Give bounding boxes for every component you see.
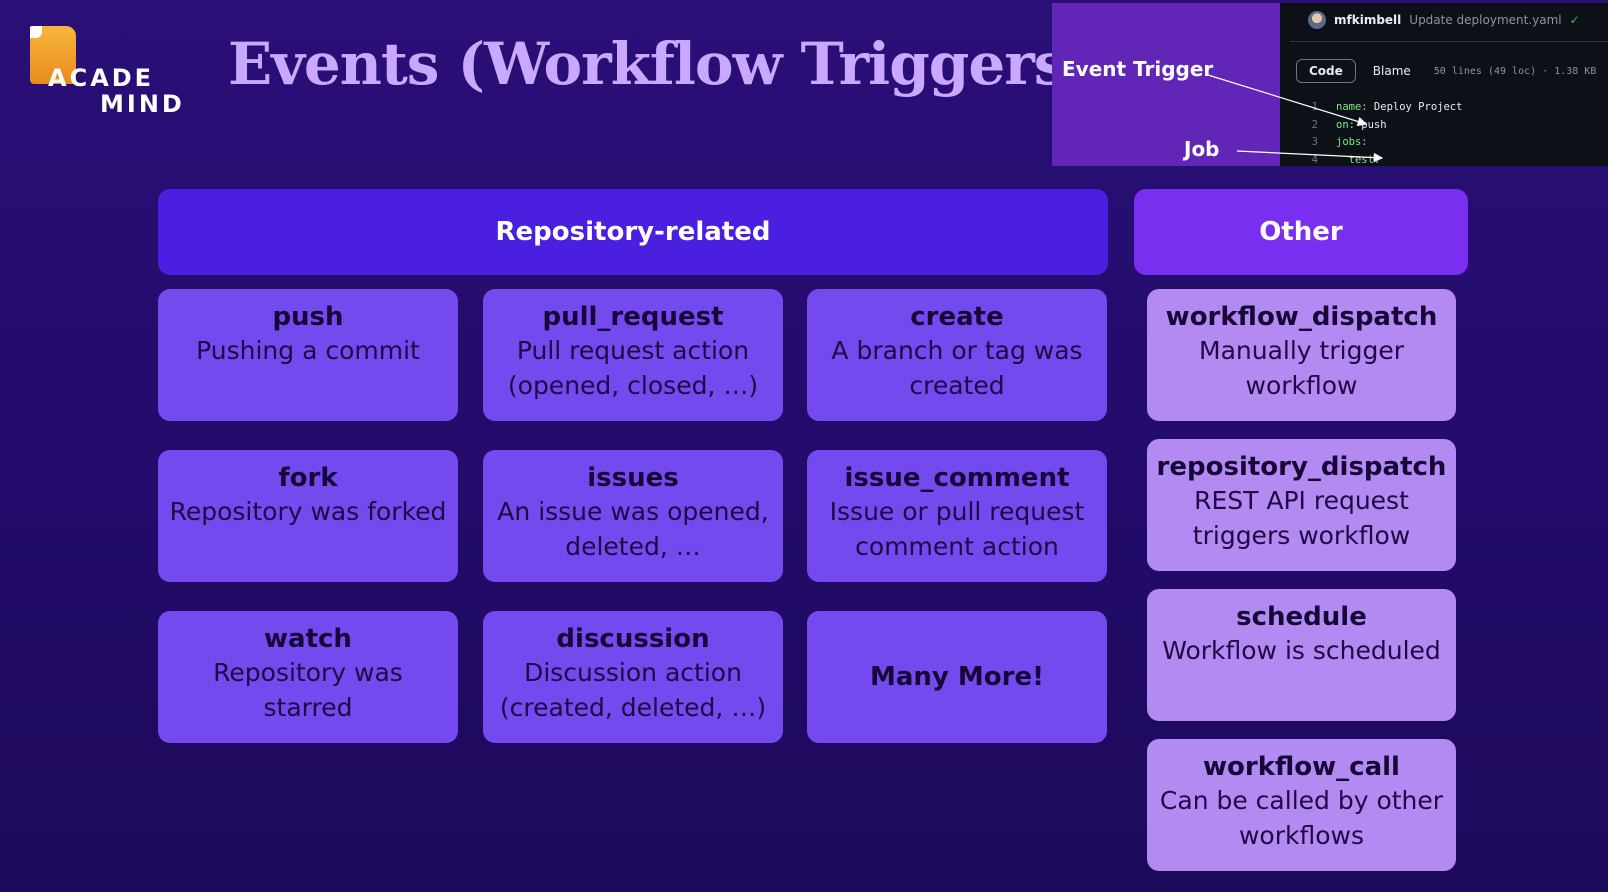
event-name: discussion	[556, 624, 710, 654]
event-card-watch: watch Repository was starred	[158, 611, 458, 743]
event-description: Issue or pull request comment action	[829, 497, 1085, 561]
line-number: 4	[1311, 153, 1318, 166]
logo-text-line2: MIND	[100, 90, 185, 118]
commit-row: mfkimbell Update deployment.yaml ✓	[1308, 11, 1580, 29]
code-key: test:	[1336, 153, 1381, 166]
logo-text-line1: ACADE	[48, 64, 155, 92]
event-card-repository-dispatch: repository_dispatch REST API request tri…	[1147, 439, 1456, 571]
repository-related-header: Repository-related	[158, 189, 1108, 275]
event-name: workflow_dispatch	[1165, 302, 1438, 332]
event-name: issue_comment	[844, 463, 1070, 493]
event-name: push	[272, 302, 344, 332]
code-key: jobs:	[1336, 136, 1368, 148]
event-description: Can be called by other workflows	[1159, 786, 1444, 850]
event-description: REST API request triggers workflow	[1192, 486, 1411, 550]
event-card-workflow-call: workflow_call Can be called by other wor…	[1147, 739, 1456, 871]
annotation-panel	[1052, 3, 1280, 166]
event-card-pull-request: pull_request Pull request action (opened…	[483, 289, 783, 421]
code-line: 3 jobs:	[1296, 136, 1462, 154]
event-name: pull_request	[542, 302, 724, 332]
code-line: 4 test:	[1296, 154, 1462, 172]
code-example-inset: Event Trigger Job mfkimbell Update deplo…	[1052, 3, 1608, 166]
code-line: 1 name: Deploy Project	[1296, 101, 1463, 119]
event-card-schedule: schedule Workflow is scheduled	[1147, 589, 1456, 721]
tab-code[interactable]: Code	[1296, 59, 1356, 83]
line-number: 2	[1311, 118, 1318, 131]
event-description: Workflow is scheduled	[1162, 636, 1441, 665]
code-key: on:	[1336, 118, 1355, 131]
event-name: watch	[264, 624, 352, 654]
commit-author[interactable]: mfkimbell	[1334, 13, 1402, 27]
page-title: Events (Workflow Triggers)	[228, 30, 1093, 98]
event-card-workflow-dispatch: workflow_dispatch Manually trigger workf…	[1147, 289, 1456, 421]
event-description: An issue was opened, deleted, …	[497, 497, 769, 561]
code-line: 2 on: push	[1296, 119, 1462, 137]
event-name: repository_dispatch	[1156, 452, 1447, 482]
event-name: create	[910, 302, 1004, 332]
tab-blame[interactable]: Blame	[1372, 64, 1411, 78]
line-number: 3	[1311, 136, 1318, 148]
code-value: push	[1354, 118, 1387, 131]
event-card-push: push Pushing a commit	[158, 289, 458, 421]
file-toolbar: Code Blame 50 lines (49 loc) · 1.38 KB	[1296, 59, 1596, 83]
event-card-issue-comment: issue_comment Issue or pull request comm…	[807, 450, 1107, 582]
code-lines: 1 name: Deploy Project 2 on: push 3 jobs…	[1296, 101, 1463, 172]
event-description: Repository was starred	[213, 658, 403, 722]
avatar[interactable]	[1308, 11, 1326, 29]
event-card-discussion: discussion Discussion action (created, d…	[483, 611, 783, 743]
event-name: Many More!	[870, 662, 1044, 692]
event-description: Pushing a commit	[196, 336, 420, 365]
annotation-event-trigger: Event Trigger	[1062, 57, 1214, 81]
event-name: workflow_call	[1203, 752, 1400, 782]
file-meta: 50 lines (49 loc) · 1.38 KB	[1433, 65, 1597, 77]
event-name: schedule	[1236, 602, 1367, 632]
academind-logo: ACADE MIND	[30, 26, 190, 121]
logo-mark-icon	[30, 26, 76, 84]
other-header: Other	[1134, 189, 1468, 275]
event-card-create: create A branch or tag was created	[807, 289, 1107, 421]
line-number: 1	[1311, 101, 1318, 113]
check-icon: ✓	[1569, 13, 1580, 27]
event-card-fork: fork Repository was forked	[158, 450, 458, 582]
event-description: Discussion action (created, deleted, …)	[499, 658, 767, 722]
event-description: Repository was forked	[169, 497, 447, 526]
event-name: fork	[278, 463, 338, 493]
code-key: name:	[1336, 101, 1368, 113]
event-card-many-more: Many More!	[807, 611, 1107, 743]
event-name: issues	[587, 463, 679, 493]
event-description: Manually trigger workflow	[1199, 336, 1404, 400]
annotation-job: Job	[1184, 137, 1220, 161]
commit-message[interactable]: Update deployment.yaml	[1409, 13, 1562, 27]
event-description: Pull request action (opened, closed, …)	[507, 336, 759, 400]
divider	[1290, 41, 1608, 42]
event-card-issues: issues An issue was opened, deleted, …	[483, 450, 783, 582]
event-description: A branch or tag was created	[831, 336, 1083, 400]
code-value: Deploy Project	[1367, 101, 1463, 113]
github-code-view: mfkimbell Update deployment.yaml ✓ Code …	[1280, 3, 1608, 166]
